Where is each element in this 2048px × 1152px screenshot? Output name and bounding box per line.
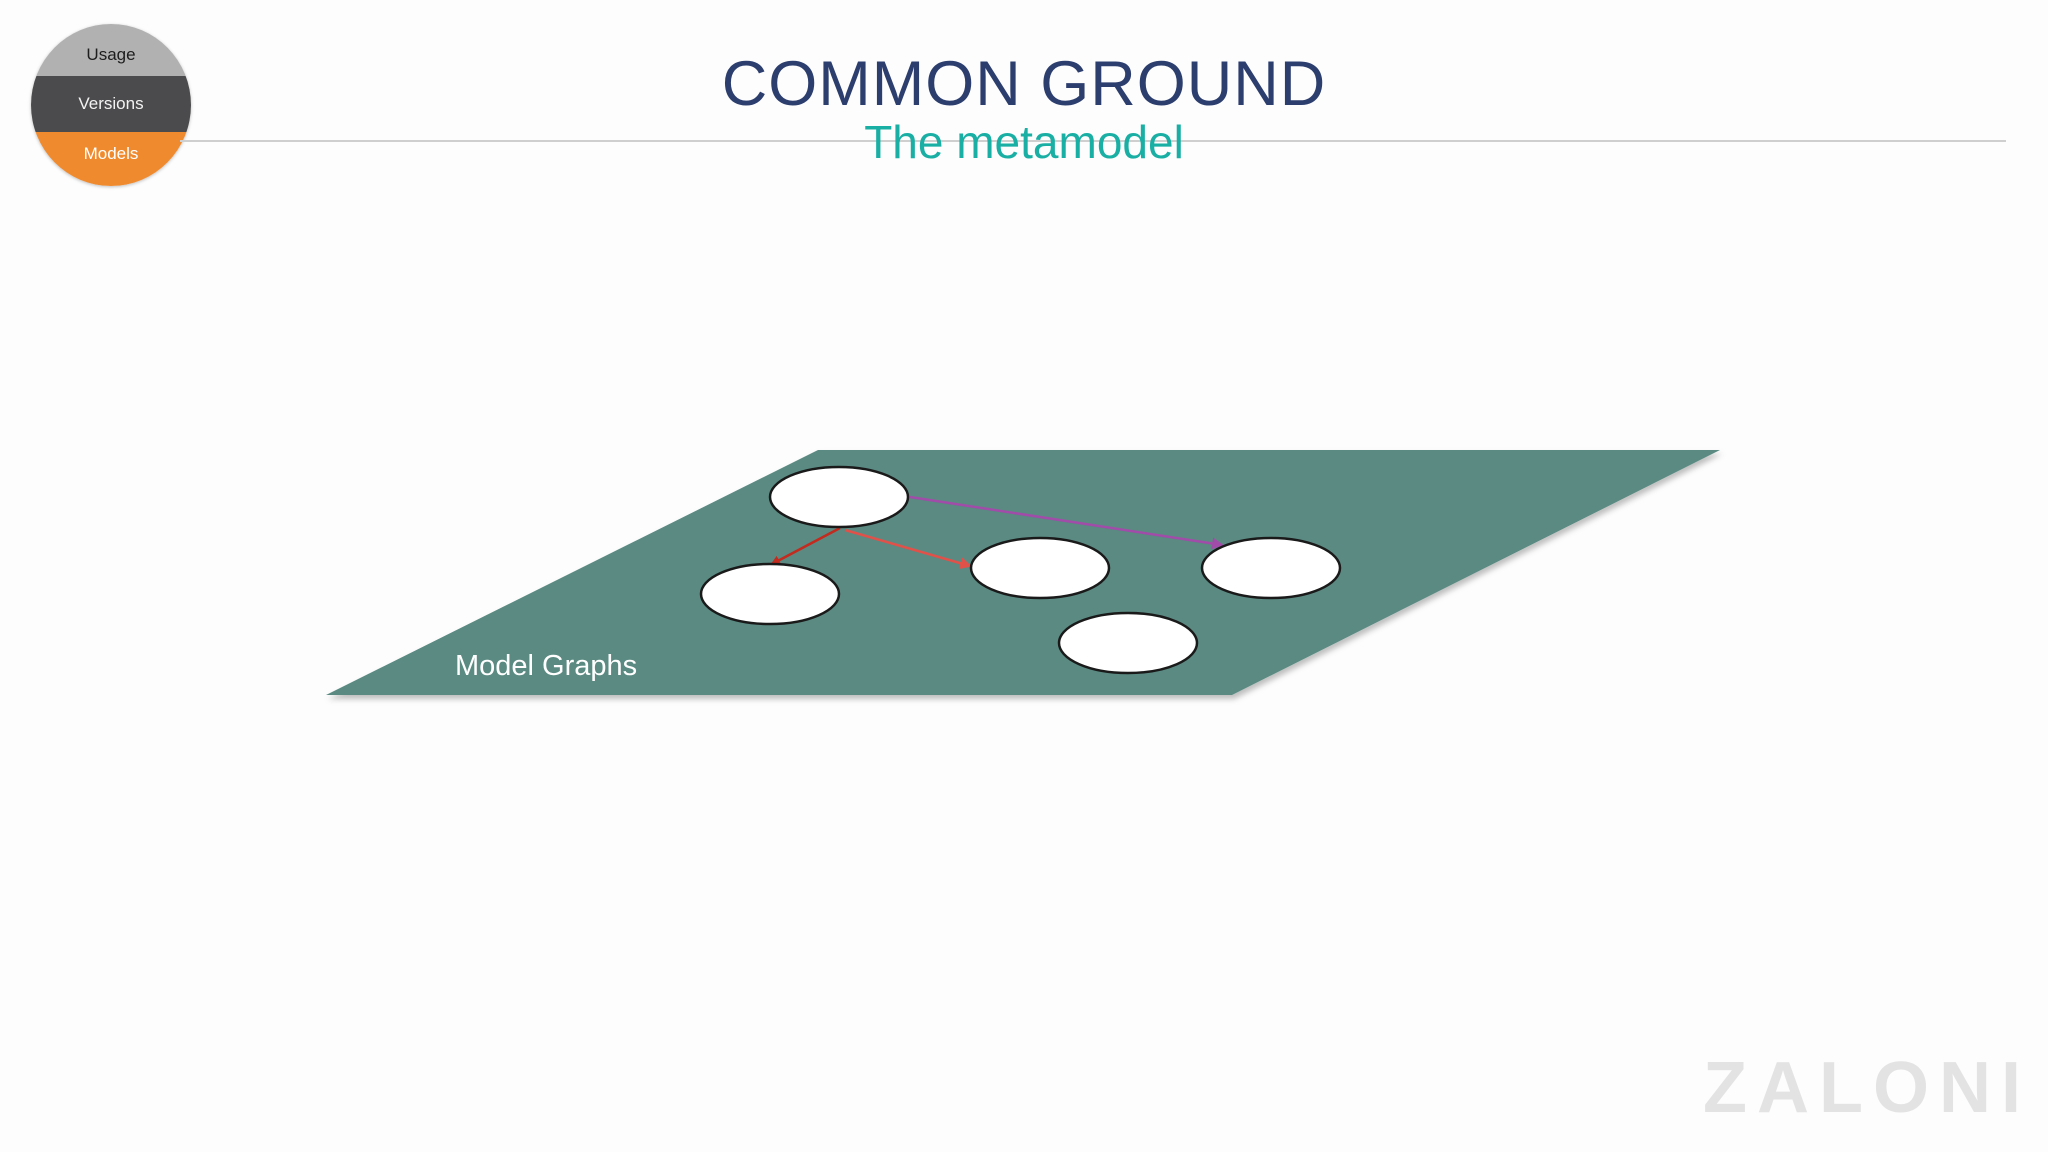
nav-item-usage[interactable]: Usage	[31, 24, 191, 76]
edge-node1-node2	[770, 526, 841, 566]
graph-node-5	[1057, 611, 1199, 675]
header-divider	[180, 140, 2006, 142]
graph-node-4	[1200, 536, 1342, 600]
nav-item-versions-label: Versions	[78, 94, 144, 113]
plane-label: Model Graphs	[455, 650, 637, 682]
graph-node-3	[969, 536, 1111, 600]
nav-item-versions[interactable]: Versions	[31, 76, 191, 132]
nav-item-models[interactable]: Models	[31, 132, 191, 186]
section-navigator: Usage Versions Models	[31, 24, 191, 186]
nav-item-models-label: Models	[83, 144, 139, 163]
nav-item-usage-label: Usage	[86, 45, 136, 64]
slide-title: COMMON GROUND	[721, 49, 1327, 119]
edge-node1-node3	[844, 528, 972, 569]
graph-node-2	[699, 562, 841, 626]
edge-node1-node4	[909, 495, 1224, 550]
zaloni-logo: ZALONI	[1703, 1048, 2031, 1128]
graph-node-1	[768, 465, 910, 529]
slide-subtitle: The metamodel	[864, 116, 1184, 168]
